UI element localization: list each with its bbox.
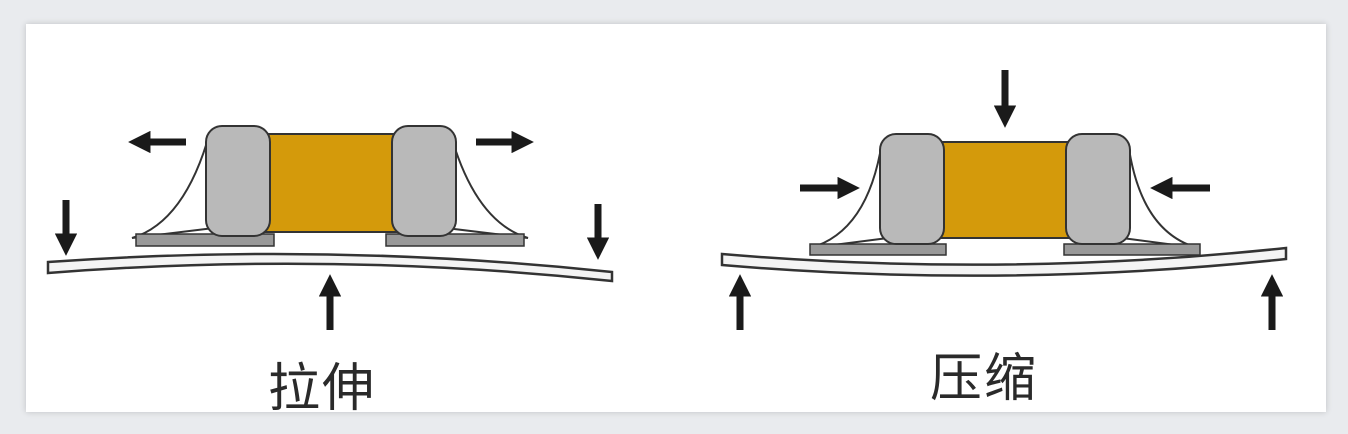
compress-terminal-right — [1065, 133, 1131, 245]
stretch-caption: 拉伸 — [268, 359, 377, 419]
compress-pad-right — [1063, 243, 1201, 256]
stretch-solder-left — [131, 131, 216, 239]
stretch-board — [46, 252, 614, 283]
compress-solder-left — [809, 141, 890, 249]
stretch-solder-right — [444, 131, 529, 239]
stretch-chip-body — [261, 133, 399, 233]
compress-chip-body — [935, 141, 1073, 239]
stretch-terminal-left — [205, 125, 271, 237]
compress-terminal-left — [879, 133, 945, 245]
stretch-panel — [46, 125, 614, 330]
compress-pad-left — [809, 243, 947, 256]
compress-board — [720, 246, 1288, 277]
compress-solder-right — [1120, 141, 1199, 249]
compress-panel — [720, 70, 1288, 330]
compress-caption: 压缩 — [930, 349, 1039, 409]
stretch-terminal-right — [391, 125, 457, 237]
